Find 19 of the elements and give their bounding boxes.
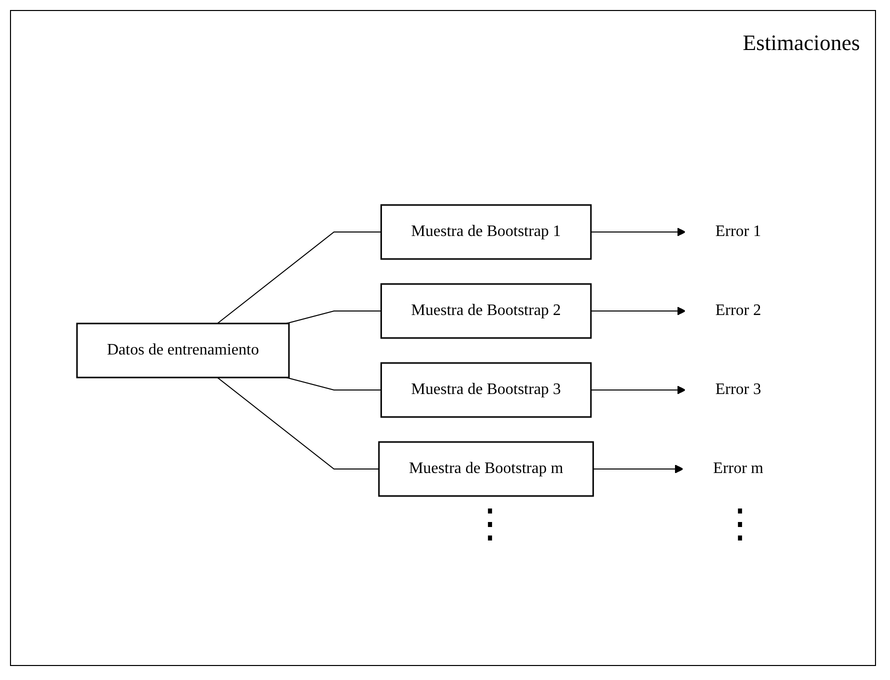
node-text: Error m xyxy=(712,460,764,476)
node-text: Error 2 xyxy=(715,302,761,318)
arrow xyxy=(590,385,686,394)
arrow xyxy=(592,464,684,473)
connector xyxy=(216,231,382,324)
node-box: Muestra de Bootstrap 2 xyxy=(380,282,592,338)
node-box: Muestra de Bootstrap 3 xyxy=(380,362,592,418)
connector xyxy=(216,376,380,469)
node-text: Error 1 xyxy=(715,222,761,240)
arrow xyxy=(590,227,686,236)
node-box: Muestra de Bootstrap m xyxy=(378,440,594,496)
ellipsis-mark: ⋮ xyxy=(470,500,510,547)
node-box: Datos de entrenamiento xyxy=(76,322,290,378)
connector xyxy=(286,310,382,324)
column-heading: Estimaciones xyxy=(742,30,860,56)
ellipsis-mark: ⋮ xyxy=(720,500,760,547)
node-text: Error 3 xyxy=(715,380,761,398)
node-box: Muestra de Bootstrap 1 xyxy=(380,204,592,260)
arrow xyxy=(590,306,686,315)
